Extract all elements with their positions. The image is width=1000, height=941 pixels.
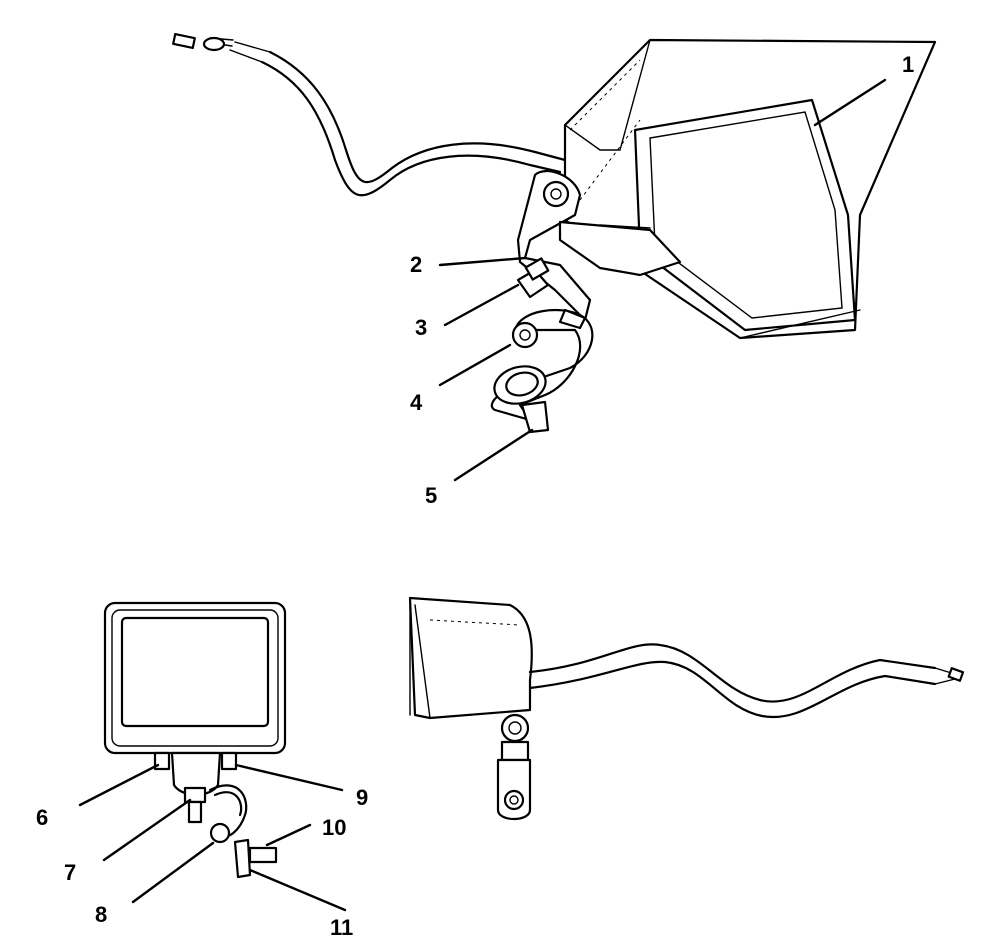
leader-line-11 — [248, 868, 347, 912]
leader-line-5 — [453, 428, 534, 482]
lens — [120, 616, 270, 728]
spade-terminal — [172, 32, 196, 50]
callout-3: 3 — [415, 315, 427, 340]
strap-clamp — [233, 838, 252, 879]
callout-9: 9 — [356, 785, 368, 810]
callout-11: 11 — [330, 915, 353, 940]
callout-5: 5 — [425, 483, 437, 508]
leader-line-4 — [438, 343, 512, 387]
callout-2: 2 — [410, 252, 422, 277]
callout-10: 10 — [322, 815, 346, 840]
clamp-bolt — [520, 400, 550, 434]
callout-6: 6 — [36, 805, 48, 830]
wire-harness — [172, 32, 567, 197]
leader-line-2 — [438, 256, 527, 267]
leader-line-3 — [443, 283, 520, 327]
callout-labels: 1 2 3 4 5 6 7 8 9 10 11 — [36, 52, 914, 940]
strap-bolt — [248, 846, 278, 864]
lamp-side — [408, 596, 533, 720]
side-view — [408, 596, 965, 821]
callout-1: 1 — [902, 52, 914, 77]
stud-right — [220, 751, 238, 771]
side-clamp — [496, 758, 532, 821]
leader-line-9 — [234, 763, 344, 792]
mount-bolt — [187, 800, 203, 824]
pivot-nut — [542, 180, 570, 208]
callout-7: 7 — [64, 860, 76, 885]
leader-line-1 — [813, 78, 887, 127]
leader-line-7 — [102, 798, 192, 862]
mounting-bracket — [516, 170, 682, 322]
leader-line-8 — [131, 841, 215, 904]
side-pivot-nut — [500, 713, 530, 743]
front-view — [78, 601, 347, 912]
clamp-nut — [511, 321, 539, 349]
isometric-view — [172, 32, 937, 482]
callout-4: 4 — [410, 390, 423, 415]
ring-terminal — [202, 36, 226, 52]
leader-line-6 — [78, 763, 160, 807]
callout-8: 8 — [95, 902, 107, 927]
bracket-bolt — [516, 257, 550, 299]
leader-line-10 — [265, 823, 312, 847]
strap-nut — [209, 822, 231, 844]
tube-clamp — [490, 308, 594, 434]
